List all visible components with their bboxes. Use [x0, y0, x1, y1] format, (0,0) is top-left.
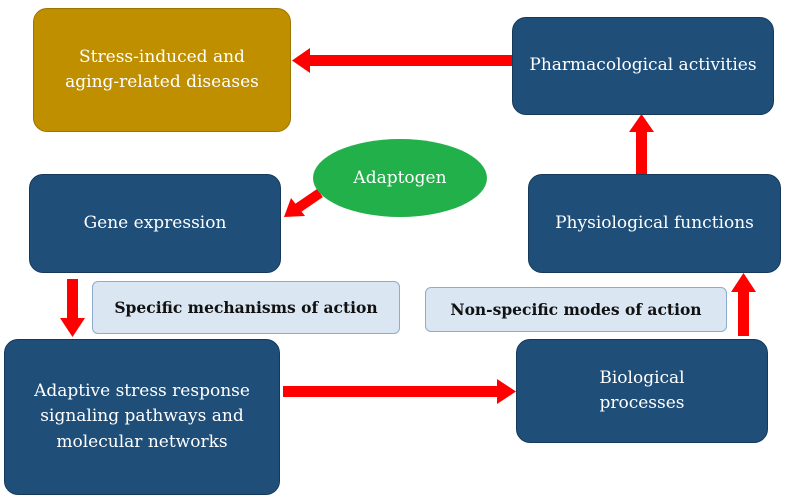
gene-expression-box: Gene expression — [29, 174, 281, 273]
physiological-functions-box: Physiological functions — [528, 174, 781, 273]
arrow-gene-expression-to-adaptive — [60, 279, 85, 337]
diseases-box: Stress-induced and aging-related disease… — [33, 8, 291, 132]
arrow-adaptive-to-biological — [283, 379, 516, 404]
nonspecific-modes-label: Non-specific modes of action — [425, 287, 727, 332]
adaptive-stress-response-box: Adaptive stress response signaling pathw… — [4, 339, 280, 495]
specific-mechanisms-label: Specific mechanisms of action — [92, 281, 400, 334]
biological-processes-box: Biological processes — [516, 339, 768, 443]
arrow-pharmacological-to-diseases — [292, 48, 512, 73]
arrow-physiological-to-pharmacological — [629, 114, 654, 176]
arrow-biological-to-physiological — [731, 273, 756, 336]
adaptogen-oval: Adaptogen — [313, 139, 487, 217]
pharmacological-activities-box: Pharmacological activities — [512, 17, 774, 115]
arrow-adaptogen-to-gene-expression — [284, 188, 323, 217]
